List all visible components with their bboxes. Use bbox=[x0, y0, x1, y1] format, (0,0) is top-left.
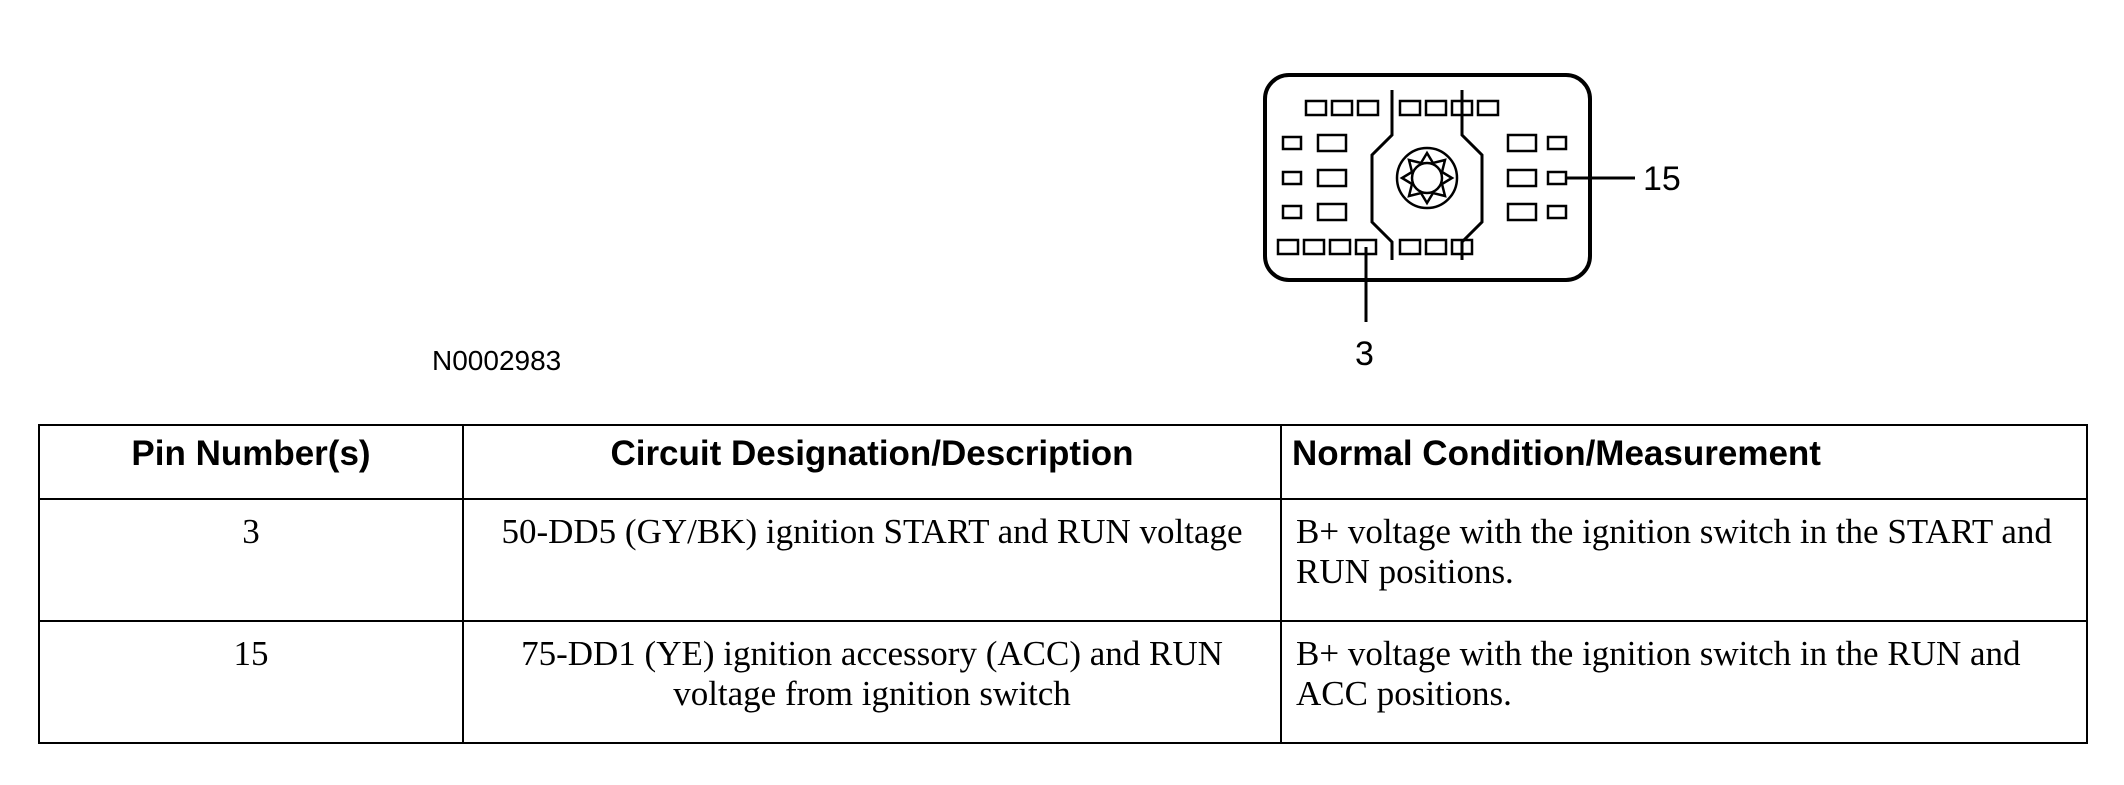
pin-row-bottom bbox=[1276, 238, 1474, 256]
table-row: 15 75-DD1 (YE) ignition accessory (ACC) … bbox=[38, 620, 2088, 744]
cell-pin: 3 bbox=[38, 498, 464, 622]
callout-label-3: 3 bbox=[1355, 335, 1374, 373]
pin-measurement-table: Pin Number(s) Circuit Designation/Descri… bbox=[38, 424, 2088, 744]
cell-circuit: 50-DD5 (GY/BK) ignition START and RUN vo… bbox=[462, 498, 1282, 622]
table-header-row: Pin Number(s) Circuit Designation/Descri… bbox=[38, 424, 2088, 500]
connector-keyway bbox=[1370, 90, 1484, 260]
center-terminal-icon bbox=[1395, 146, 1459, 210]
pin-row-top bbox=[1304, 99, 1500, 117]
pin-column-left bbox=[1281, 133, 1348, 222]
connector-housing bbox=[1263, 73, 1592, 282]
figure-code: N0002983 bbox=[432, 345, 562, 376]
header-normal-condition: Normal Condition/Measurement bbox=[1280, 424, 2088, 500]
cell-pin: 15 bbox=[38, 620, 464, 744]
table-row: 3 50-DD5 (GY/BK) ignition START and RUN … bbox=[38, 498, 2088, 622]
callout-label-15: 15 bbox=[1643, 160, 1681, 198]
header-pin-numbers: Pin Number(s) bbox=[38, 424, 464, 500]
header-circuit-description: Circuit Designation/Description bbox=[462, 424, 1282, 500]
cell-condition: B+ voltage with the ignition switch in t… bbox=[1280, 498, 2088, 622]
cell-circuit: 75-DD1 (YE) ignition accessory (ACC) and… bbox=[462, 620, 1282, 744]
pin-column-right bbox=[1506, 133, 1568, 222]
connector-diagram: 15 3 bbox=[1263, 73, 1681, 373]
cell-condition: B+ voltage with the ignition switch in t… bbox=[1280, 620, 2088, 744]
